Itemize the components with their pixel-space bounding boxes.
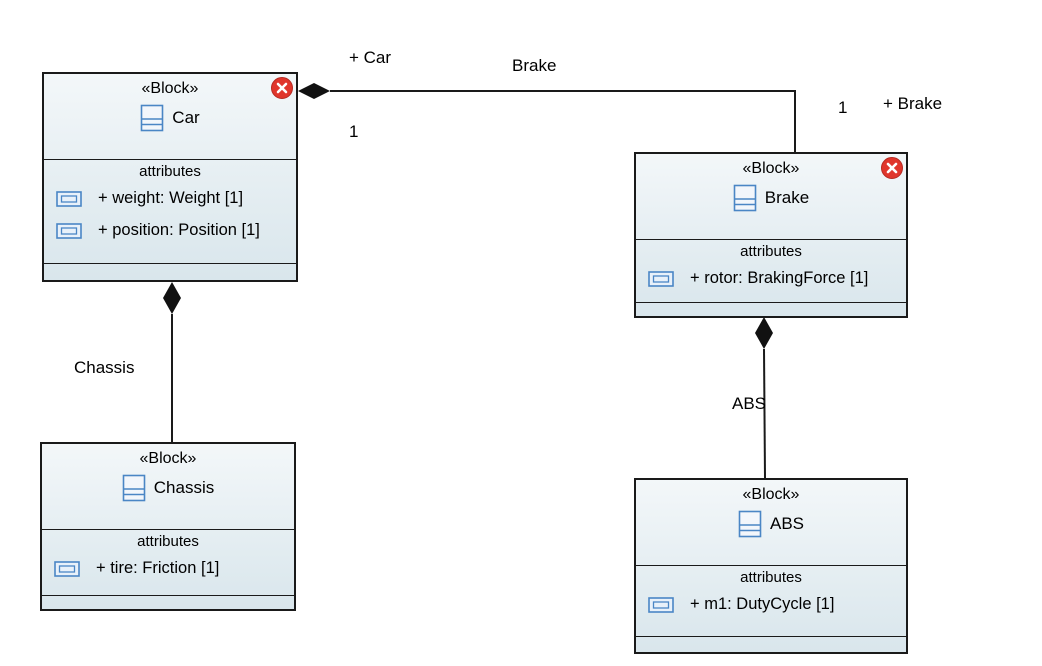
association-abs-label: ABS (732, 394, 767, 413)
block-name: Chassis (153, 478, 215, 497)
association-source-multiplicity: 1 (349, 122, 359, 141)
attribute-text: + tire: Friction [1] (96, 559, 220, 577)
block-header: «Block» Chassis (42, 444, 294, 530)
block-name: Car (172, 108, 200, 127)
block-icon (122, 474, 146, 502)
block-icon (738, 510, 762, 538)
property-icon (56, 222, 82, 239)
attribute-text: + position: Position [1] (98, 221, 260, 239)
association-car-brake-line[interactable] (330, 90, 796, 153)
association-chassis-label: Chassis (74, 358, 135, 377)
error-icon[interactable] (270, 76, 294, 100)
block-stereotype: «Block» (742, 486, 800, 503)
block-icon (140, 104, 164, 132)
composition-diamond-brake-abs (755, 317, 773, 349)
block-name: Brake (764, 188, 810, 207)
block-name: ABS (769, 514, 805, 533)
compartment-title: attributes (137, 533, 199, 550)
compartment-title: attributes (740, 243, 802, 260)
composition-diamond-car-brake (298, 83, 330, 99)
association-target-multiplicity: 1 (838, 98, 848, 117)
block-header: «Block» ABS (636, 480, 906, 566)
attribute-row[interactable]: + position: Position [1] (56, 221, 260, 240)
association-brake-abs-line[interactable] (763, 348, 766, 479)
block-header: «Block» Brake (636, 154, 906, 240)
property-icon (54, 560, 80, 577)
error-icon[interactable] (880, 156, 904, 180)
composition-diamond-car-chassis (163, 282, 181, 314)
property-icon (648, 270, 674, 287)
property-icon (648, 596, 674, 613)
attribute-text: + m1: DutyCycle [1] (690, 595, 835, 613)
attribute-row[interactable]: + weight: Weight [1] (56, 189, 243, 208)
compartment-title: attributes (740, 569, 802, 586)
block-brake[interactable]: «Block» Brake attributes + rotor: Brakin… (634, 152, 908, 318)
block-stereotype: «Block» (141, 80, 199, 97)
association-target-role-label: + Brake (883, 94, 943, 113)
attributes-compartment: attributes + rotor: BrakingForce [1] (636, 240, 906, 303)
block-car[interactable]: «Block» Car attributes + weight: Weight … (42, 72, 298, 282)
attribute-text: + weight: Weight [1] (98, 189, 244, 207)
association-source-role-label: + Car (349, 48, 392, 67)
block-abs[interactable]: «Block» ABS attributes + m1: DutyCycle [… (634, 478, 908, 654)
block-header: «Block» Car (44, 74, 296, 160)
attribute-text: + rotor: BrakingForce [1] (690, 269, 869, 287)
attribute-row[interactable]: + m1: DutyCycle [1] (648, 595, 834, 614)
compartment-title: attributes (139, 163, 201, 180)
property-icon (56, 190, 82, 207)
attributes-compartment: attributes + m1: DutyCycle [1] (636, 566, 906, 637)
attributes-compartment: attributes + tire: Friction [1] (42, 530, 294, 596)
attribute-row[interactable]: + tire: Friction [1] (54, 559, 219, 578)
block-chassis[interactable]: «Block» Chassis attributes + tire: Frict… (40, 442, 296, 611)
attribute-row[interactable]: + rotor: BrakingForce [1] (648, 269, 868, 288)
block-icon (733, 184, 757, 212)
block-stereotype: «Block» (139, 450, 197, 467)
attributes-compartment: attributes + weight: Weight [1] + positi… (44, 160, 296, 264)
block-stereotype: «Block» (742, 160, 800, 177)
association-name-label: Brake (512, 56, 557, 75)
